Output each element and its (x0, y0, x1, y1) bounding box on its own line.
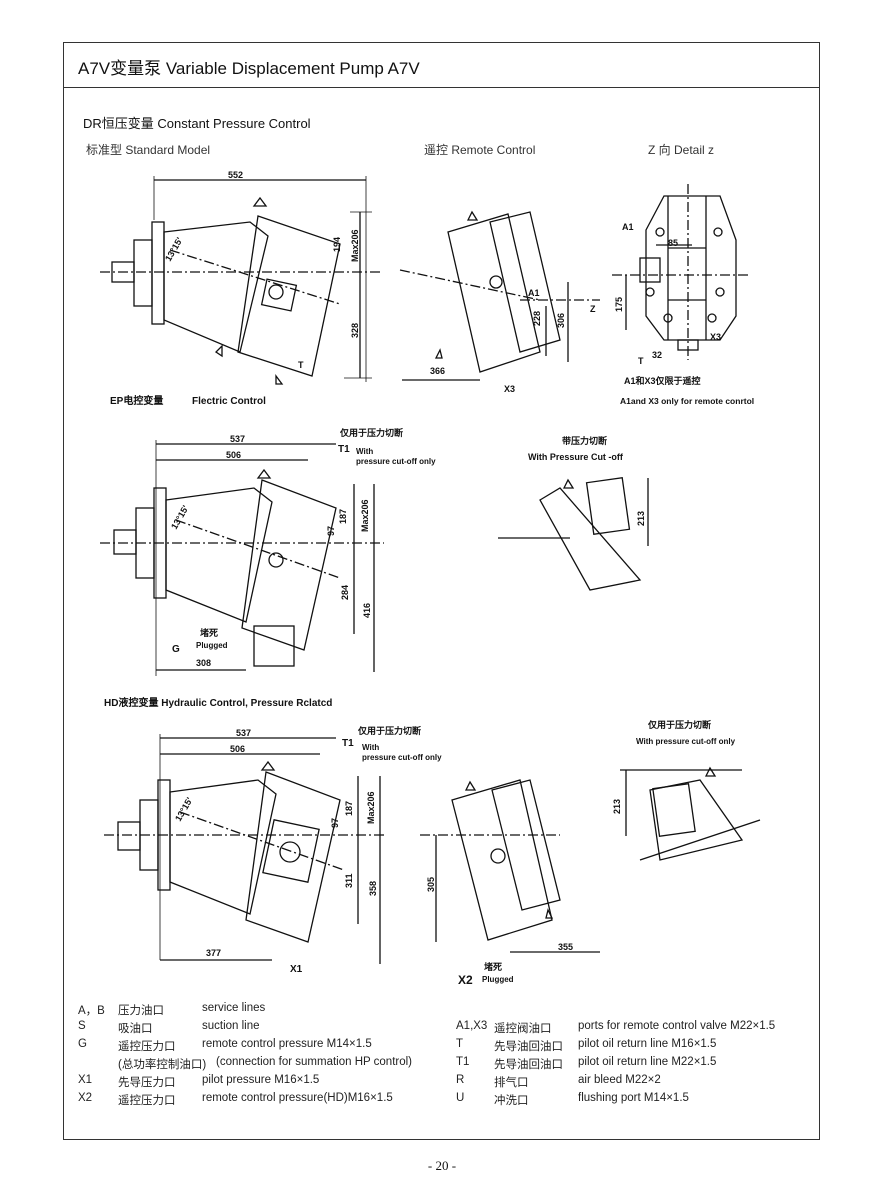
detail-label-x3: X3 (710, 332, 721, 342)
dr-standard-label: 标准型 Standard Model (86, 143, 211, 157)
page-frame (63, 42, 820, 1140)
ep-right-dim-213: 213 (636, 511, 646, 526)
dr-standard-pump-drawing (100, 176, 380, 385)
dr-remote-label: 遥控 Remote Control (424, 143, 536, 157)
detail-dim-85: 85 (668, 238, 678, 248)
ep-plugged-cn: 堵死 (200, 627, 218, 638)
hd-middle-pump-drawing (420, 779, 600, 953)
ep-dim-97: 97 (326, 526, 336, 536)
ep-heading-cn: EP电控变量 (110, 394, 163, 407)
hd-right-dim-213: 213 (612, 799, 622, 814)
ep-right-en: With Pressure Cut -off (528, 452, 624, 462)
header-divider (63, 87, 820, 88)
ep-cut-off-detail-drawing (498, 477, 649, 591)
hd-dim-377: 377 (206, 948, 221, 958)
dr-angle: 13°15' (163, 236, 185, 263)
ep-cutoff-en1: With (356, 447, 373, 456)
hd-t1-label: T1 (342, 738, 354, 749)
detail-dim-32: 32 (652, 350, 662, 360)
page-number: - 20 - (427, 1158, 457, 1173)
hd-dim-max206: Max206 (366, 791, 376, 824)
hd-middle-dim-355: 355 (558, 942, 573, 952)
detail-label-t: T (638, 356, 644, 366)
hd-dim-537: 537 (236, 728, 251, 738)
ep-label-g: G (172, 644, 180, 655)
dr-label-x3: X3 (504, 384, 515, 394)
ep-dim-187: 187 (338, 509, 348, 524)
dr-detail-z-drawing (612, 184, 750, 360)
detail-dim-175: 175 (614, 297, 624, 312)
hd-dim-187: 187 (344, 801, 354, 816)
ep-dim-308: 308 (196, 658, 211, 668)
dr-label-a1: A1 (528, 288, 540, 298)
ep-plugged-en: Plugged (196, 641, 228, 650)
hd-dim-358: 358 (368, 881, 378, 896)
ep-angle: 13°15' (169, 504, 191, 531)
hd-label-x1: X1 (290, 964, 303, 975)
hd-middle-dim-305: 305 (426, 877, 436, 892)
ep-pump-drawing (100, 440, 384, 676)
hd-right-cn: 仅用于压力切断 (647, 719, 711, 730)
hd-cutoff-cn: 仅用于压力切断 (357, 725, 421, 736)
hd-x2-label: X2 (458, 973, 473, 987)
ep-dim-506: 506 (226, 450, 241, 460)
legend-row: (总功率控制油口)(connection for summation HP co… (118, 1056, 413, 1071)
dr-dim-366: 366 (430, 366, 445, 376)
hd-dim-506: 506 (230, 744, 245, 754)
dr-dim-306: 306 (556, 313, 566, 328)
ep-t1-label: T1 (338, 444, 350, 455)
dr-heading: DR恒压变量 Constant Pressure Control (83, 116, 311, 131)
ep-dim-537: 537 (230, 434, 245, 444)
hd-dim-311: 311 (344, 873, 354, 888)
hd-pump-drawing (104, 734, 386, 964)
ep-heading-en: Flectric Control (192, 396, 266, 407)
dr-dim-max206: Max206 (350, 229, 360, 262)
detail-label-a1: A1 (622, 222, 634, 232)
page-title: A7V变量泵 Variable Displacement Pump A7V (78, 59, 420, 78)
ep-dim-max206: Max206 (360, 499, 370, 532)
dr-label-z: Z (590, 304, 596, 314)
hd-right-en: With pressure cut-off only (636, 737, 736, 746)
technical-drawings: 552 194 Max206 328 13°15' T 228 306 366 … (100, 170, 761, 987)
dr-dim-194: 194 (332, 237, 342, 252)
hd-heading: HD液控变量 Hydraulic Control, Pressure Rclat… (104, 696, 332, 709)
dr-dim-552: 552 (228, 170, 243, 180)
dr-remote-pump-drawing (399, 210, 600, 381)
dr-dim-328: 328 (350, 323, 360, 338)
ep-cutoff-en2: pressure cut-off only (356, 457, 436, 466)
dr-note-en: A1and X3 only for remote conrtol (620, 396, 754, 406)
hd-angle: 13°15' (173, 796, 195, 823)
hd-dim-97: 97 (330, 818, 340, 828)
dr-detail-label: Z 向 Detail z (648, 143, 715, 157)
dr-note-cn: A1和X3仅限于遥控 (624, 375, 701, 386)
hd-plugged-en: Plugged (482, 975, 514, 984)
ep-right-cn: 带压力切断 (562, 435, 607, 446)
ep-dim-416: 416 (362, 603, 372, 618)
dr-dim-228: 228 (532, 311, 542, 326)
hd-cutoff-en2: pressure cut-off only (362, 753, 442, 762)
dr-label-t: T (298, 360, 304, 370)
ep-cutoff-cn: 仅用于压力切断 (339, 427, 403, 438)
hd-cutoff-en1: With (362, 743, 379, 752)
hd-plugged-cn: 堵死 (484, 961, 502, 972)
ep-dim-284: 284 (340, 585, 350, 600)
hd-cut-off-detail-drawing (620, 766, 761, 861)
